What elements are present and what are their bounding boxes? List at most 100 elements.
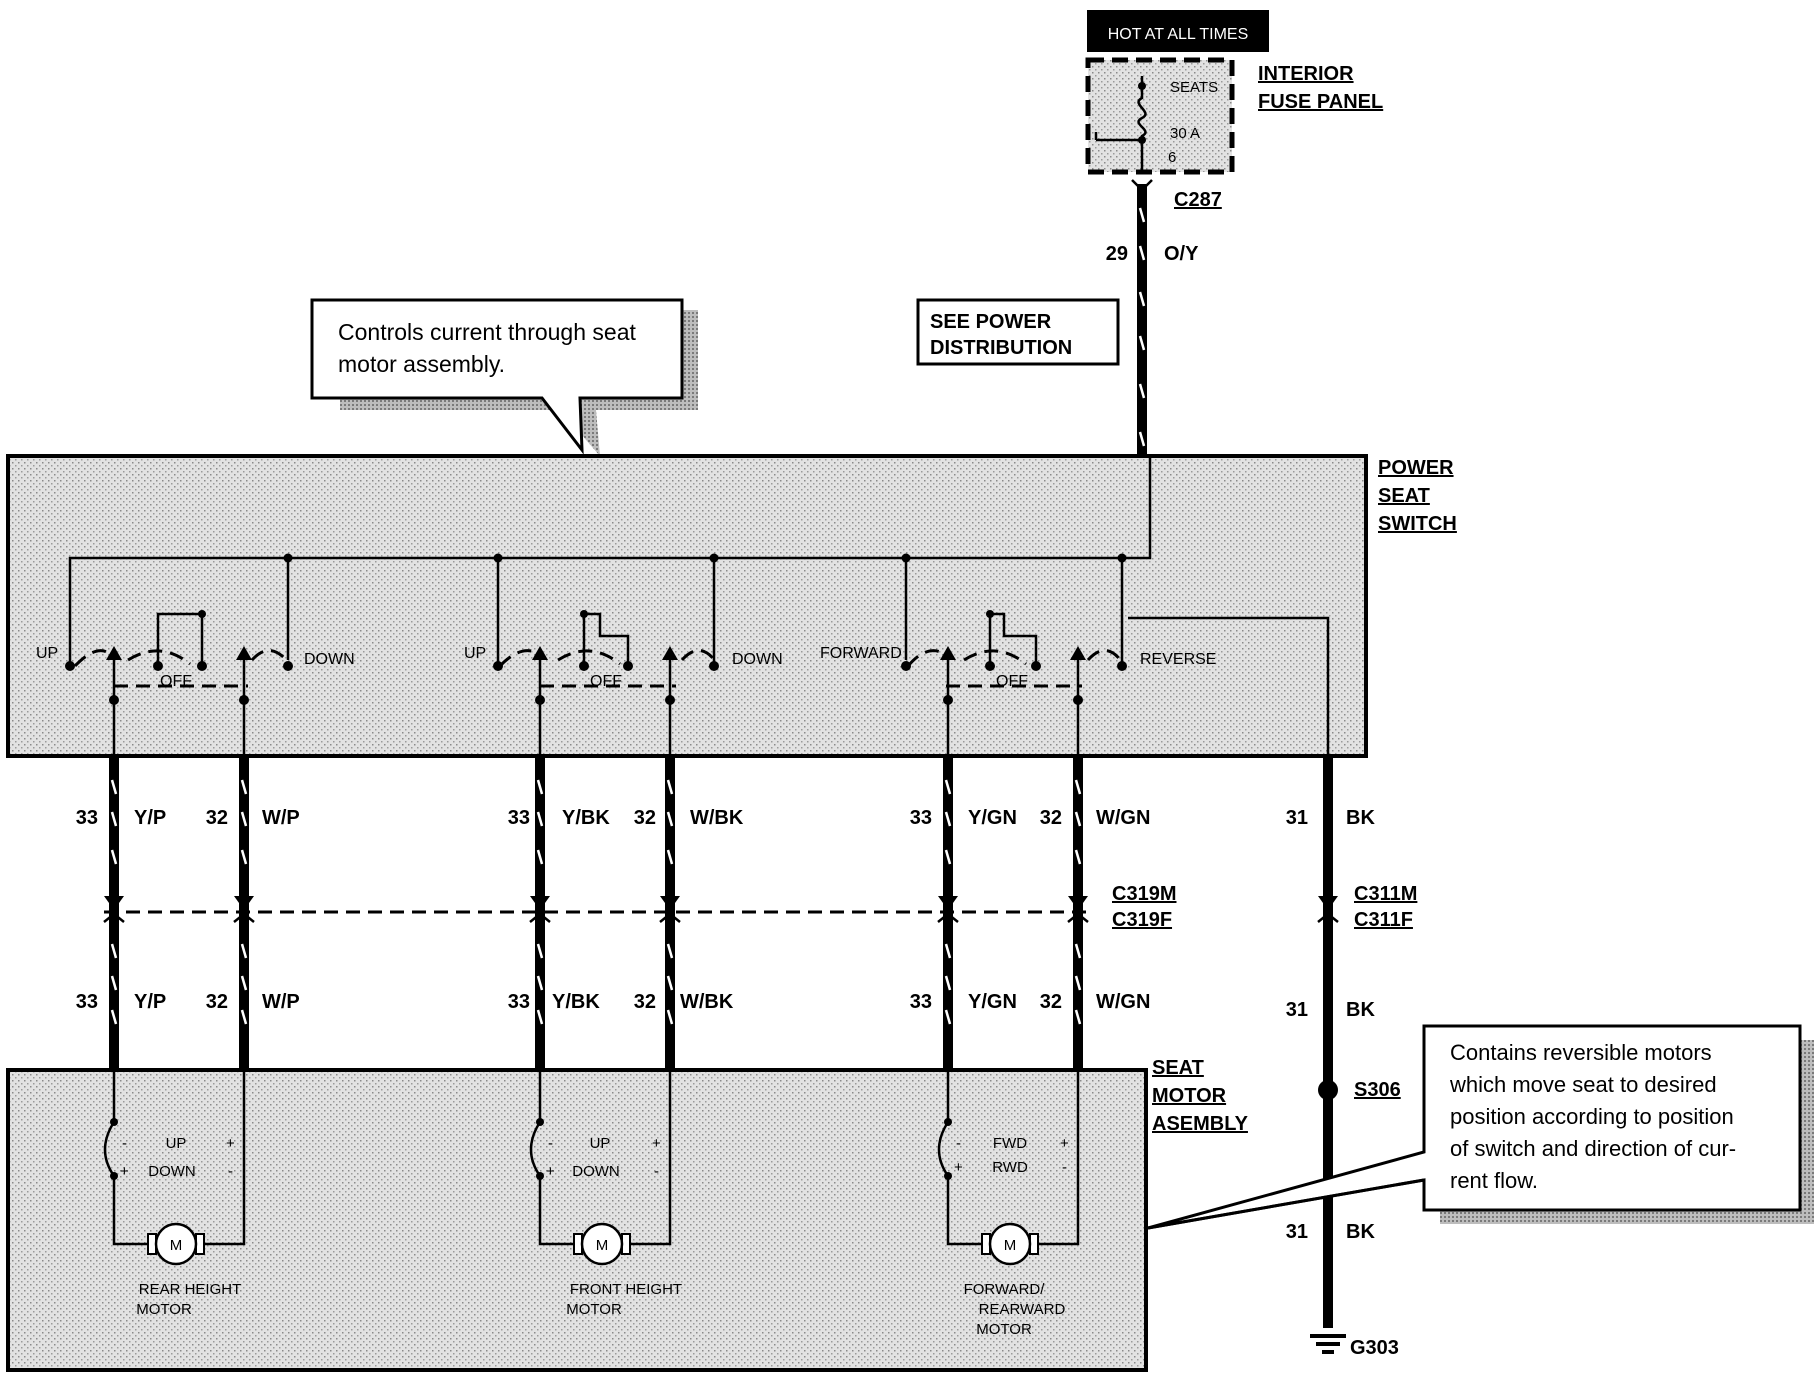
wire-6-circuit-lower: 32 xyxy=(1040,991,1062,1013)
hot-at-all-times-label: HOT AT ALL TIMES xyxy=(1108,26,1249,43)
switch-1-up: UP xyxy=(36,645,58,662)
motor-1-icon xyxy=(154,1222,198,1266)
motor-callout-line-2: which move seat to desired xyxy=(1449,1072,1717,1097)
motor-1-symbol: M xyxy=(170,1237,183,1254)
feed-circuit: 29 xyxy=(1106,243,1128,265)
svg-text:+: + xyxy=(954,1159,963,1176)
wire-1-circuit-upper: 33 xyxy=(76,807,98,829)
harness-wires: C319M C319F C311M C311F 33 Y/P 32 W/P 33… xyxy=(76,756,1417,1359)
motor-1-dir-2: DOWN xyxy=(148,1163,196,1180)
wire-5-circuit-upper: 33 xyxy=(910,807,932,829)
switch-callout-line-2: motor assembly. xyxy=(338,351,505,377)
switch-2-up: UP xyxy=(464,645,486,662)
ground-wire-circuit-upper: 31 xyxy=(1286,807,1308,829)
feed-color: O/Y xyxy=(1164,243,1199,265)
g303-label: G303 xyxy=(1350,1337,1399,1359)
svg-text:-: - xyxy=(1062,1159,1067,1176)
svg-text:+: + xyxy=(652,1135,661,1152)
wire-4-circuit-upper: 32 xyxy=(634,807,656,829)
switch-2-down: DOWN xyxy=(732,651,783,668)
wire-2-circuit-upper: 32 xyxy=(206,807,228,829)
ground-wire-circuit-mid: 31 xyxy=(1286,999,1308,1021)
switch-title-1: POWER xyxy=(1378,457,1454,479)
ground-wire-circuit-lower: 31 xyxy=(1286,1221,1308,1243)
see-power-distribution-box xyxy=(916,298,1120,366)
switch-callout: Controls current through seat motor asse… xyxy=(310,298,698,456)
switch-title-3: SWITCH xyxy=(1378,513,1457,535)
wire-1-color-lower: Y/P xyxy=(134,991,166,1013)
wire-3-circuit-lower: 33 xyxy=(508,991,530,1013)
fuse-number: 6 xyxy=(1168,149,1176,166)
motor-callout: Contains reversible motors which move se… xyxy=(1147,1024,1814,1230)
see-power-line-1: SEE POWER xyxy=(930,311,1052,333)
wire-3-circuit-upper: 33 xyxy=(508,807,530,829)
motor-3-name-2: REARWARD xyxy=(979,1301,1066,1318)
wire-2-circuit-lower: 32 xyxy=(206,991,228,1013)
wire-5-color-upper: Y/GN xyxy=(968,807,1017,829)
wire-6-circuit-upper: 32 xyxy=(1040,807,1062,829)
wire-2-color-lower: W/P xyxy=(262,991,300,1013)
motor-2-name-2: MOTOR xyxy=(566,1301,622,1318)
c311m-connector: C311M xyxy=(1354,883,1417,905)
motor-callout-line-4: of switch and direction of cur- xyxy=(1450,1136,1736,1161)
switch-3-forward: FORWARD xyxy=(820,645,902,662)
c319f-connector: C319F xyxy=(1112,909,1172,931)
ground-wire-color-mid: BK xyxy=(1346,999,1375,1021)
svg-text:+: + xyxy=(226,1135,235,1152)
motor-3-dir-2: RWD xyxy=(992,1159,1028,1176)
c287-connector: C287 xyxy=(1174,189,1222,211)
motor-2-name-1: FRONT HEIGHT xyxy=(570,1281,682,1298)
wire-6-color-upper: W/GN xyxy=(1096,807,1150,829)
motor-callout-line-5: rent flow. xyxy=(1450,1168,1538,1193)
power-seat-switch: POWER SEAT SWITCH xyxy=(6,454,1457,758)
motor-3-symbol: M xyxy=(1004,1237,1017,1254)
fuse-name: SEATS xyxy=(1170,79,1218,96)
wire-4-color-lower: W/BK xyxy=(680,991,734,1013)
c311f-connector: C311F xyxy=(1354,909,1413,931)
svg-text:-: - xyxy=(654,1163,659,1180)
motor-title-2: MOTOR xyxy=(1152,1085,1227,1107)
fuse-box xyxy=(1085,57,1235,175)
fuse-panel-title-2: FUSE PANEL xyxy=(1258,91,1383,113)
wire-4-circuit-lower: 32 xyxy=(634,991,656,1013)
motor-3-name-3: MOTOR xyxy=(976,1321,1032,1338)
fuse-panel-title-1: INTERIOR xyxy=(1258,63,1354,85)
wire-5-color-lower: Y/GN xyxy=(968,991,1017,1013)
switch-3-reverse: REVERSE xyxy=(1140,651,1216,668)
hot-at-all-times-box xyxy=(1087,10,1269,52)
motor-title-3: ASEMBLY xyxy=(1152,1113,1249,1135)
svg-text:-: - xyxy=(122,1135,127,1152)
see-power-line-2: DISTRIBUTION xyxy=(930,337,1072,359)
power-seat-switch-box xyxy=(6,454,1368,758)
motor-3-name-1: FORWARD/ xyxy=(964,1281,1046,1298)
motor-title-1: SEAT xyxy=(1152,1057,1204,1079)
wire-6-color-lower: W/GN xyxy=(1096,991,1150,1013)
ground-wire-color-lower: BK xyxy=(1346,1221,1375,1243)
feed-wire: C287 29 O/Y SEE POWER DISTRIBUTION xyxy=(916,179,1222,462)
motor-3-dir-1: FWD xyxy=(993,1135,1027,1152)
wire-1-color-upper: Y/P xyxy=(134,807,166,829)
svg-text:+: + xyxy=(120,1163,129,1180)
svg-text:+: + xyxy=(1060,1135,1069,1152)
motor-1-name-2: MOTOR xyxy=(136,1301,192,1318)
switch-title-2: SEAT xyxy=(1378,485,1430,507)
s306-splice xyxy=(1318,1080,1338,1100)
wire-2-color-upper: W/P xyxy=(262,807,300,829)
motor-2-symbol: M xyxy=(596,1237,609,1254)
motor-3-icon xyxy=(988,1222,1032,1266)
motor-callout-line-3: position according to position xyxy=(1450,1104,1734,1129)
fuse-rating: 30 A xyxy=(1170,125,1200,142)
svg-text:-: - xyxy=(548,1135,553,1152)
fuse-panel: HOT AT ALL TIMES SEATS 30 A 6 INTERIOR F… xyxy=(1085,10,1383,175)
ground-icon xyxy=(1310,1334,1346,1354)
wire-3-color-upper: Y/BK xyxy=(562,807,610,829)
s306-label: S306 xyxy=(1354,1079,1401,1101)
motor-2-dir-1: UP xyxy=(590,1135,611,1152)
switch-3-off: OFF xyxy=(996,673,1028,690)
wire-1-circuit-lower: 33 xyxy=(76,991,98,1013)
switch-callout-line-1: Controls current through seat xyxy=(338,319,636,345)
switch-1-down: DOWN xyxy=(304,651,355,668)
motor-2-dir-2: DOWN xyxy=(572,1163,620,1180)
motor-1-dir-1: UP xyxy=(166,1135,187,1152)
